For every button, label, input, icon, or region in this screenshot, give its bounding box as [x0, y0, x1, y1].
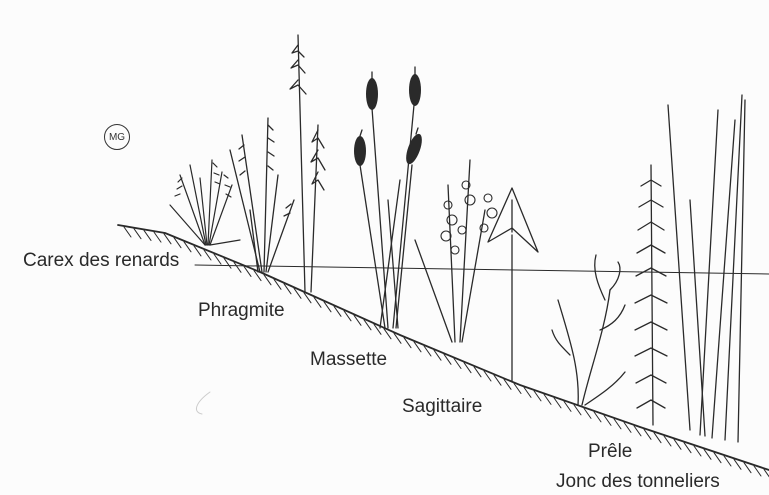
shore-line — [118, 225, 769, 470]
pencil-smudge — [196, 392, 210, 414]
hatch-mark — [124, 227, 131, 237]
hatch-mark — [154, 232, 161, 242]
water-line — [195, 265, 769, 274]
artist-signature-badge: MG — [104, 124, 130, 150]
label-jonc: Jonc des tonneliers — [556, 472, 720, 491]
phragmite-plant — [230, 118, 294, 272]
label-carex: Carex des renards — [23, 251, 179, 270]
hatch-mark — [134, 229, 141, 239]
cattail-heads — [354, 74, 425, 166]
signature-text: MG — [109, 132, 125, 143]
hatch-mark — [764, 469, 769, 479]
shore-hatching — [124, 227, 769, 479]
prele-plant — [635, 165, 667, 425]
reed-plant — [290, 35, 325, 292]
label-sagittaire: Sagittaire — [402, 397, 482, 416]
label-phragmite: Phragmite — [198, 301, 285, 320]
jonc-plant — [668, 95, 745, 442]
label-massette: Massette — [310, 350, 387, 369]
label-prele: Prêle — [588, 442, 632, 461]
submerged-plant — [552, 255, 625, 405]
carex-plant — [170, 160, 240, 245]
hatch-mark — [144, 230, 151, 240]
